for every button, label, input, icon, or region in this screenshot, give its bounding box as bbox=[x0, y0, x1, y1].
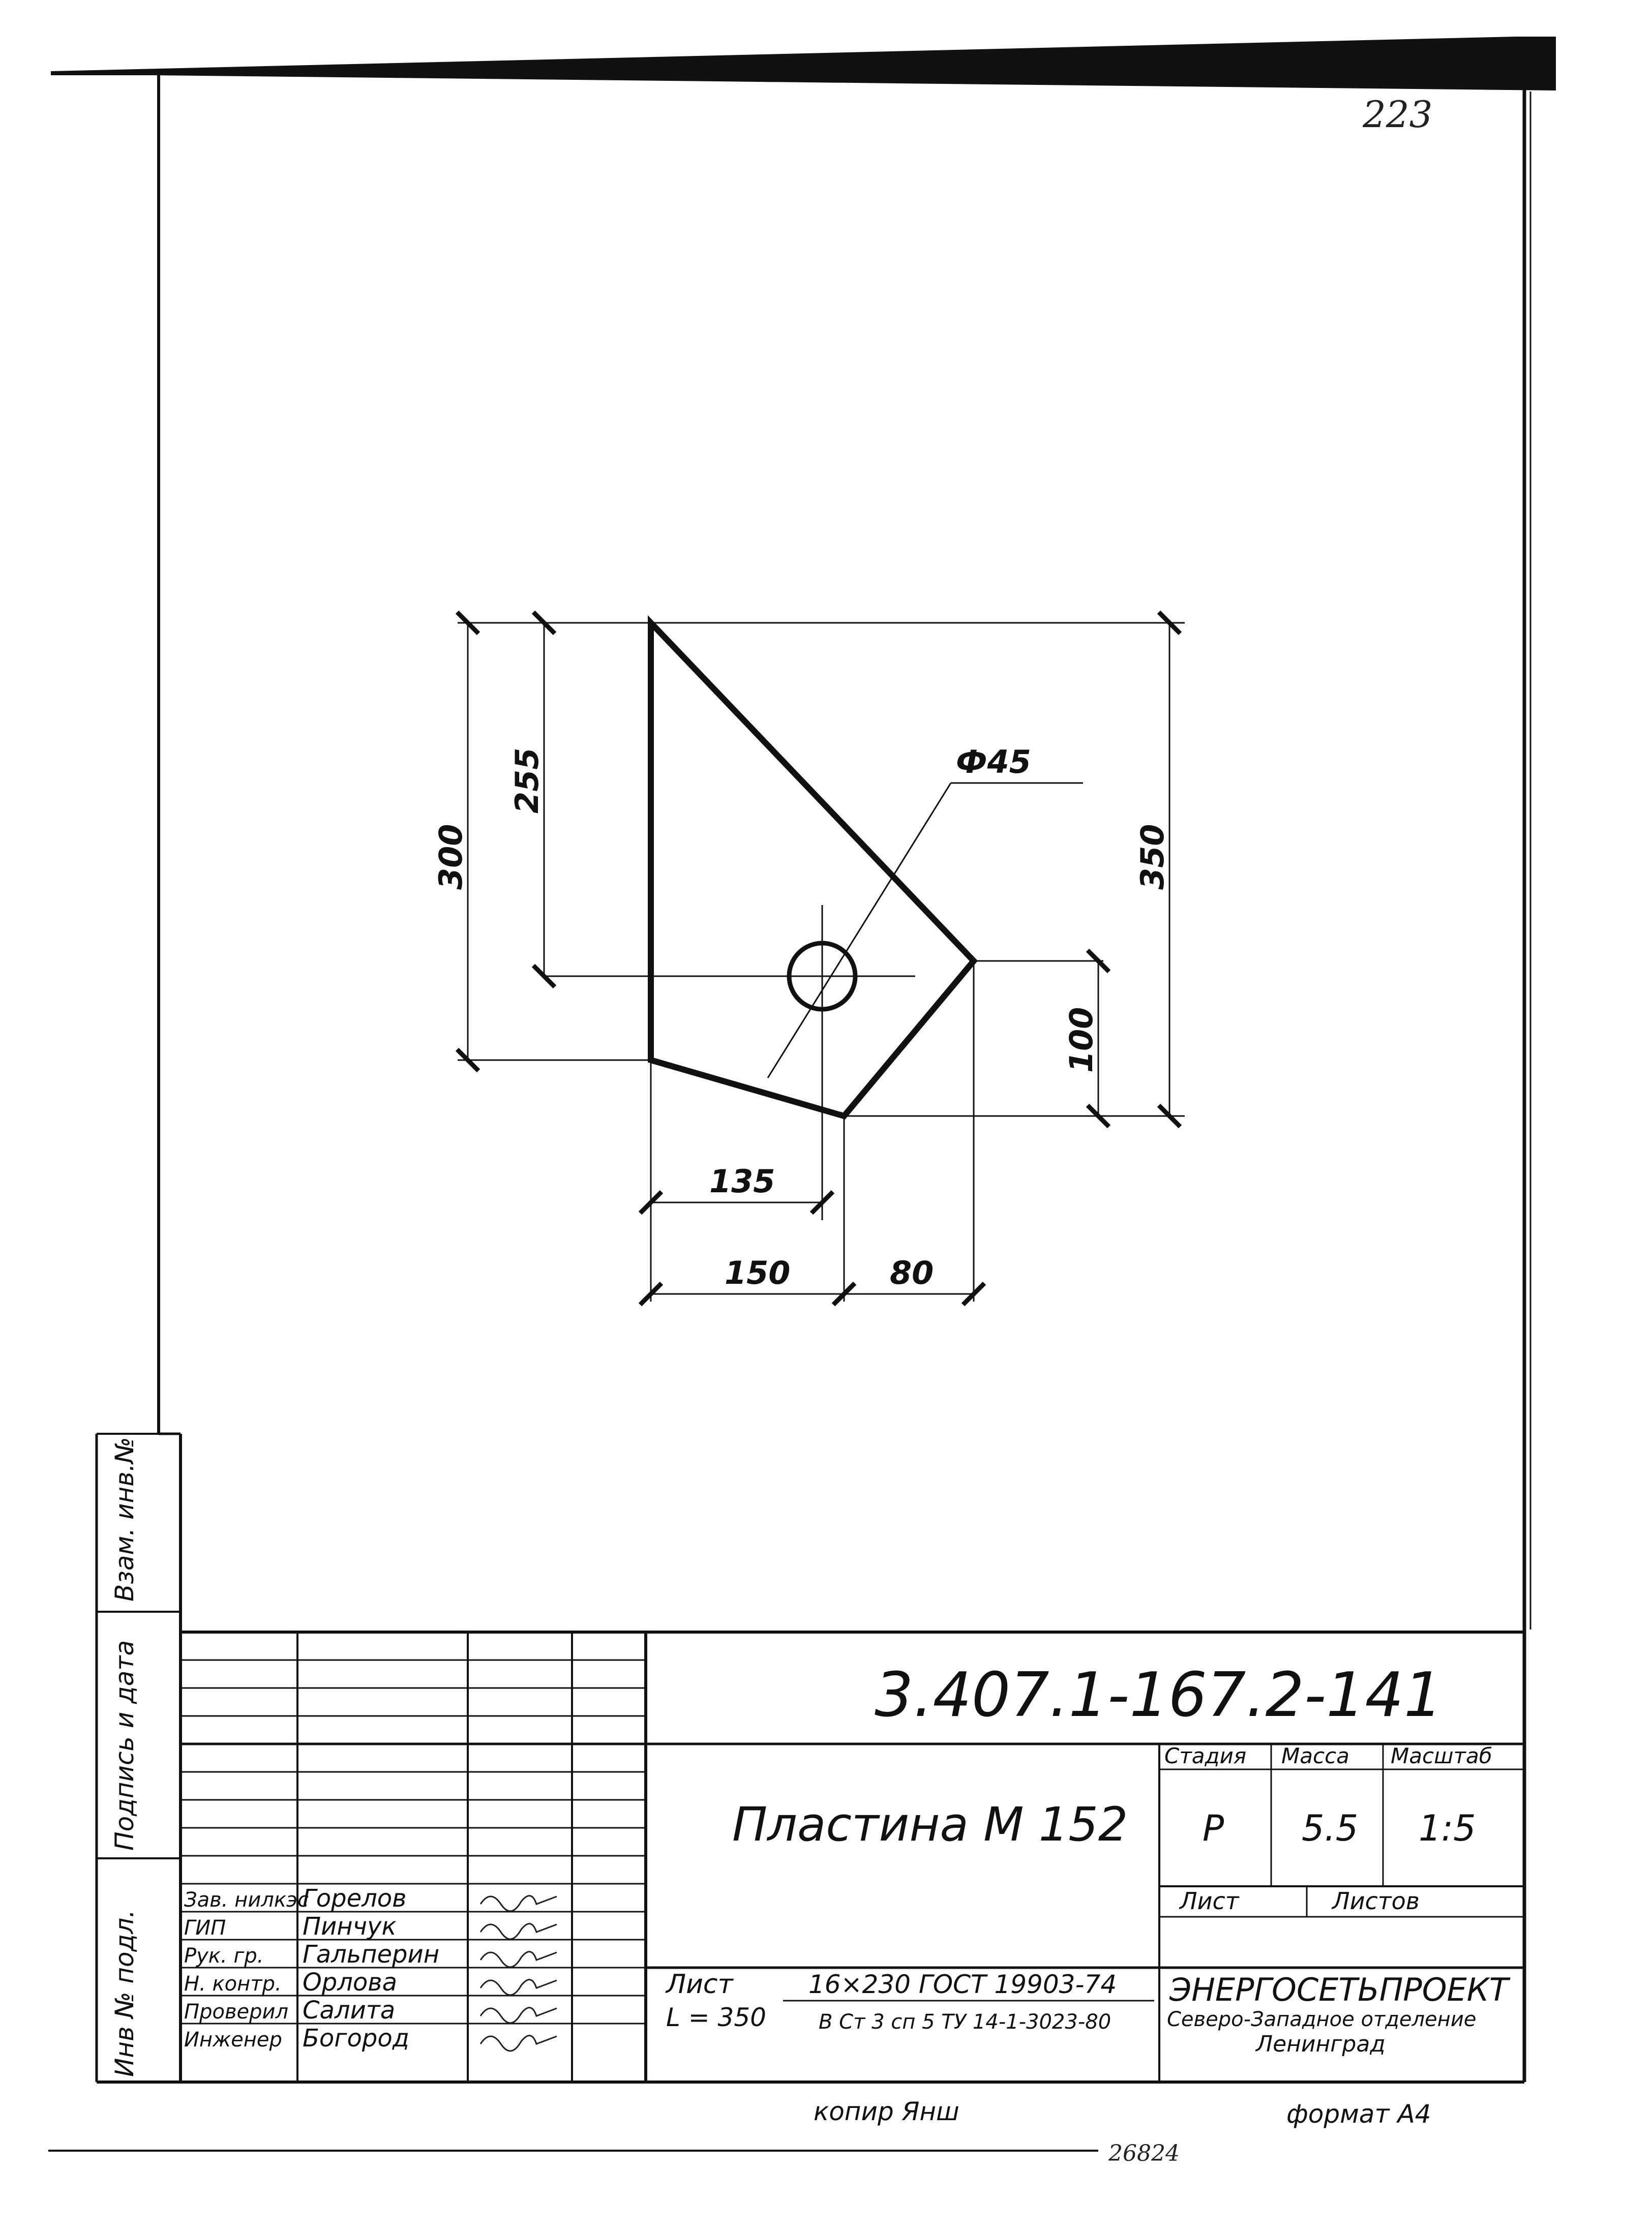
footer-copied: копир Янш bbox=[814, 2097, 959, 2126]
dim-135: 135 bbox=[709, 1163, 775, 1200]
margin-inv-podl: Инв № подл. bbox=[110, 1910, 139, 2077]
value-mass: 5.5 bbox=[1302, 1807, 1358, 1849]
organization: ЭНЕРГОСЕТЬПРОЕКТ bbox=[1169, 1971, 1511, 2008]
header-scale: Масштаб bbox=[1391, 1743, 1492, 1768]
footer-format: формат А4 bbox=[1286, 2099, 1431, 2129]
plate-part bbox=[544, 615, 978, 1220]
margin-vzam-inv: Взам. инв.№ bbox=[110, 1437, 139, 1602]
title-block: 3.407.1-167.2-141 Пластина М 152 Стадия … bbox=[665, 1660, 1511, 2057]
signer-name: Орлова bbox=[303, 1968, 397, 1997]
signer-name: Пинчук bbox=[303, 1912, 396, 1941]
signature-mark bbox=[479, 1895, 557, 1912]
organization-branch: Северо-Западное отделение bbox=[1167, 2008, 1476, 2031]
signer-role: Инженер bbox=[184, 2028, 282, 2052]
signer-name: Горелов bbox=[303, 1884, 406, 1913]
dimension-labels: 300 255 350 100 135 150 80 Ф45 bbox=[432, 743, 1171, 1291]
signature-mark bbox=[479, 1979, 557, 1996]
dim-hole-diameter: Ф45 bbox=[956, 743, 1031, 780]
signer-name: Гальперин bbox=[303, 1940, 439, 1969]
signature-mark bbox=[479, 2035, 557, 2052]
plate-outline bbox=[648, 615, 978, 1120]
signature-mark bbox=[479, 1951, 557, 1968]
signature-mark bbox=[479, 1923, 557, 1940]
hole-leader bbox=[767, 782, 952, 1078]
dim-80: 80 bbox=[890, 1254, 934, 1291]
dim-300: 300 bbox=[432, 824, 469, 890]
footer: копир Янш формат А4 26824 bbox=[814, 2097, 1431, 2166]
signer-name: Богород bbox=[303, 2024, 409, 2053]
material-length: L = 350 bbox=[666, 2003, 766, 2032]
signer-name: Салита bbox=[303, 1996, 395, 2025]
header-stage: Стадия bbox=[1164, 1743, 1246, 1768]
top-edge-band bbox=[51, 37, 1556, 91]
material-bottom: В Ст 3 сп 5 ТУ 14-1-3023-80 bbox=[819, 2010, 1111, 2034]
material-top: 16×230 ГОСТ 19903-74 bbox=[808, 1970, 1117, 1999]
signer-role: Проверил bbox=[184, 2000, 288, 2024]
margin-podpis-data: Подпись и дата bbox=[110, 1640, 139, 1851]
dim-350: 350 bbox=[1134, 824, 1171, 890]
dim-255: 255 bbox=[508, 748, 546, 813]
dim-150: 150 bbox=[725, 1254, 790, 1291]
dim-100: 100 bbox=[1063, 1007, 1100, 1073]
dimension-lines bbox=[455, 610, 1185, 1307]
signer-role: Зав. нилкэс bbox=[184, 1888, 309, 1912]
header-sheet: Лист bbox=[1179, 1887, 1240, 1915]
drawing-designation: 3.407.1-167.2-141 bbox=[875, 1660, 1443, 1731]
signature-mark bbox=[479, 2007, 557, 2024]
signer-role: Рук. гр. bbox=[184, 1944, 264, 1968]
signer-role: ГИП bbox=[184, 1916, 226, 1940]
value-stage: Р bbox=[1203, 1807, 1224, 1849]
value-scale: 1:5 bbox=[1419, 1807, 1476, 1849]
part-name: Пластина М 152 bbox=[732, 1797, 1128, 1852]
signer-role: Н. контр. bbox=[184, 1972, 282, 1996]
header-sheets: Листов bbox=[1331, 1887, 1420, 1915]
footer-number: 26824 bbox=[1108, 2140, 1180, 2166]
page-number: 223 bbox=[1362, 93, 1432, 136]
material-label: Лист bbox=[665, 1969, 734, 2000]
sheet-frame bbox=[48, 75, 1531, 2152]
left-margin-labels: Взам. инв.№ Подпись и дата Инв № подл. bbox=[110, 1437, 139, 2077]
organization-city: Ленинград bbox=[1255, 2031, 1386, 2057]
header-mass: Масса bbox=[1281, 1743, 1349, 1768]
title-block-grid bbox=[181, 1631, 1524, 2082]
